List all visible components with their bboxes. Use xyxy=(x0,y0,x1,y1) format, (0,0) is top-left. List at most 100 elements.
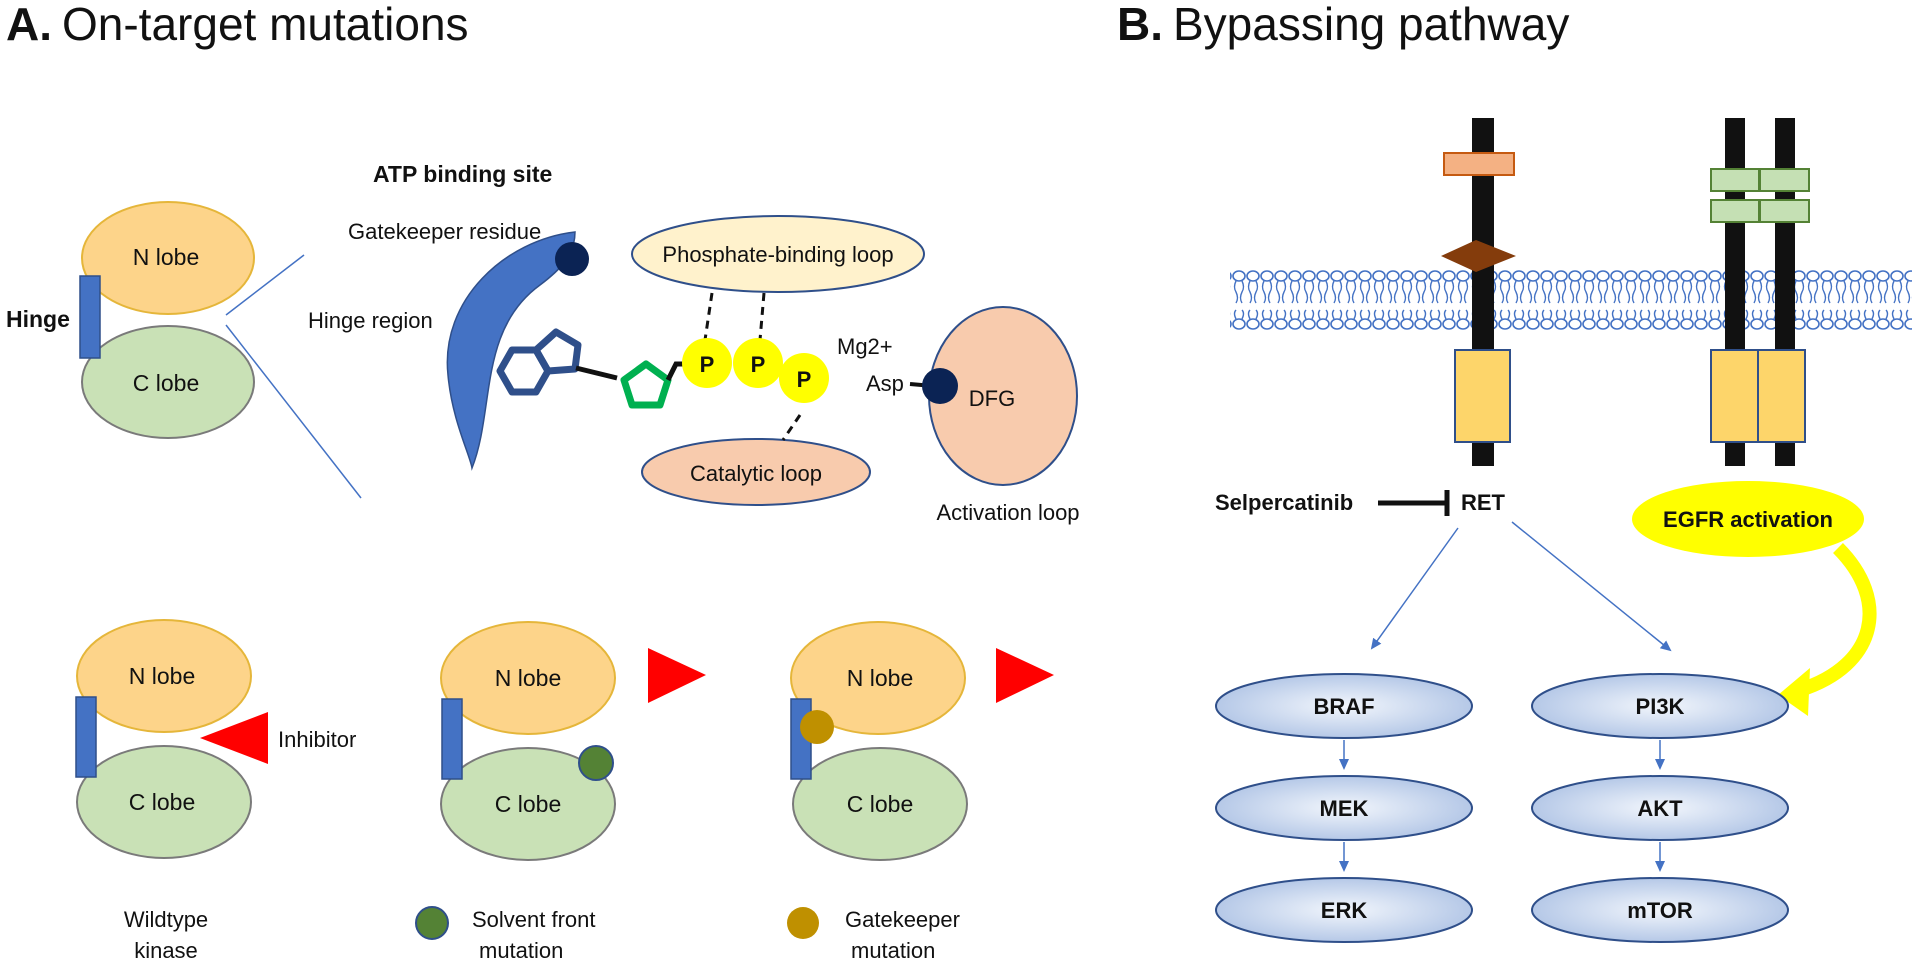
n-lobe-label: N lobe xyxy=(133,244,199,270)
wt-n-lobe-label: N lobe xyxy=(129,663,195,689)
gatekeeper-mutation-dot xyxy=(800,710,834,744)
wt-c-lobe-shape xyxy=(76,745,252,859)
panel-a: A.On-target mutations N lobe C lobe Hing… xyxy=(6,0,1080,963)
sf-caption-line-1: Solvent front xyxy=(472,907,596,932)
hinge-bar xyxy=(79,275,101,359)
wildtype-kinase: N lobe C lobe Inhibitor Wildtype kinase xyxy=(75,619,356,963)
solvent-front-mutation-dot xyxy=(578,745,614,781)
egfr-domain-3 xyxy=(1710,199,1760,223)
erk-label: ERK xyxy=(1321,898,1368,923)
phosphate-1 xyxy=(682,338,732,388)
interaction-dash-1 xyxy=(703,292,714,341)
dfg-label: DFG xyxy=(969,386,1015,411)
inhibitor-triangle xyxy=(200,712,268,764)
sf-caption-line-2: mutation xyxy=(479,938,563,963)
panel-b: B.Bypassing pathway Selpercatinib RET xyxy=(1117,0,1912,943)
akt-node xyxy=(1531,775,1789,841)
sf-inhibitor-triangle xyxy=(648,648,706,703)
mg-label: Mg2+ xyxy=(837,334,893,359)
activation-loop-label: Activation loop xyxy=(936,500,1079,525)
pi3k-node xyxy=(1531,673,1789,739)
pi3k-pathway: PI3K AKT mTOR xyxy=(1531,673,1789,943)
kinase-overview: N lobe C lobe Hinge xyxy=(6,201,362,499)
sf-c-lobe-label: C lobe xyxy=(495,791,561,817)
atp-site-title: ATP binding site xyxy=(373,161,552,187)
wt-c-lobe-label: C lobe xyxy=(129,789,195,815)
braf-label: BRAF xyxy=(1313,694,1374,719)
gk-caption-line-1: Gatekeeper xyxy=(845,907,960,932)
ret-label: RET xyxy=(1461,490,1506,515)
hinge-label: Hinge xyxy=(6,306,70,332)
n-lobe-shape xyxy=(81,201,255,315)
interaction-dash-2 xyxy=(758,292,766,341)
ret-to-pi3k-arrow xyxy=(1511,521,1672,652)
egfr-kinase-right xyxy=(1757,349,1806,443)
atp-bond-1 xyxy=(575,365,618,381)
catalytic-loop-label: Catalytic loop xyxy=(690,461,822,486)
zoom-line-top xyxy=(225,254,305,316)
mek-node xyxy=(1215,775,1473,841)
gk-inhibitor-triangle xyxy=(996,648,1054,703)
egfr-kinase-left xyxy=(1710,349,1759,443)
mapk-pathway: BRAF MEK ERK xyxy=(1215,673,1473,943)
catalytic-loop-shape xyxy=(641,438,871,506)
wt-hinge-bar xyxy=(75,696,97,778)
egfr-domain-2 xyxy=(1759,168,1810,192)
braf-node xyxy=(1215,673,1473,739)
panel-b-title: B.Bypassing pathway xyxy=(1117,0,1569,50)
cell-membrane xyxy=(1230,270,1912,330)
inhibitor-label: Inhibitor xyxy=(278,727,356,752)
c-lobe-shape xyxy=(81,325,255,439)
gk-caption-line-2: mutation xyxy=(851,938,935,963)
egfr-activation-arrowhead xyxy=(1778,668,1810,716)
zoom-line-bottom xyxy=(225,324,362,499)
adenine-five-ring xyxy=(532,328,582,375)
sf-hinge-bar xyxy=(441,698,463,780)
asp-residue-dot xyxy=(922,368,958,404)
sf-n-lobe-label: N lobe xyxy=(495,665,561,691)
gatekeeper-kinase: N lobe C lobe Gatekeeper mutation xyxy=(787,621,1054,963)
ret-receptor xyxy=(1441,118,1516,466)
panel-a-title: A.On-target mutations xyxy=(6,0,469,50)
phosphate-binding-loop-label: Phosphate-binding loop xyxy=(662,242,893,267)
gatekeeper-residue-dot xyxy=(555,242,589,276)
phosphate-2-label: P xyxy=(751,352,766,377)
hinge-region-label: Hinge region xyxy=(308,308,433,333)
gk-c-lobe-shape xyxy=(792,747,968,861)
solvent-front-kinase: N lobe C lobe Solvent front mutation xyxy=(415,621,706,963)
hinge-region-shape xyxy=(446,231,576,471)
egfr-domain-4 xyxy=(1759,199,1810,223)
egfr-activation-label: EGFR activation xyxy=(1663,507,1833,532)
gatekeeper-residue-label: Gatekeeper residue xyxy=(348,219,541,244)
egfr-domain-1 xyxy=(1710,168,1760,192)
selpercatinib-label: Selpercatinib xyxy=(1215,490,1353,515)
interaction-dash-3 xyxy=(781,414,802,441)
erk-node xyxy=(1215,877,1473,943)
panel-b-letter: B. xyxy=(1117,0,1163,50)
phosphate-3 xyxy=(779,353,829,403)
mtor-label: mTOR xyxy=(1627,898,1693,923)
solvent-front-legend-dot xyxy=(415,906,449,940)
panel-b-title-text: Bypassing pathway xyxy=(1173,0,1569,50)
ret-to-braf-arrow xyxy=(1370,527,1459,650)
egfr-activation-curve xyxy=(1797,543,1877,697)
c-lobe-label: C lobe xyxy=(133,370,199,396)
wt-caption-line-2: kinase xyxy=(134,938,198,963)
ribose-ring xyxy=(620,360,672,409)
pi3k-label: PI3K xyxy=(1636,694,1685,719)
asp-label: Asp xyxy=(866,371,904,396)
ret-kinase-domain xyxy=(1454,349,1511,443)
gk-c-lobe-label: C lobe xyxy=(847,791,913,817)
ret-extracellular-domain xyxy=(1443,152,1515,176)
wt-caption-line-1: Wildtype xyxy=(124,907,208,932)
phosphate-1-label: P xyxy=(700,352,715,377)
akt-label: AKT xyxy=(1637,796,1683,821)
gatekeeper-legend-dot xyxy=(787,907,819,939)
sf-n-lobe-shape xyxy=(440,621,616,735)
sf-c-lobe-shape xyxy=(440,747,616,861)
gk-n-lobe-shape xyxy=(790,621,966,735)
gk-n-lobe-label: N lobe xyxy=(847,665,913,691)
atp-binding-site: ATP binding site Gatekeeper residue Hing… xyxy=(308,161,1080,525)
mek-label: MEK xyxy=(1320,796,1369,821)
